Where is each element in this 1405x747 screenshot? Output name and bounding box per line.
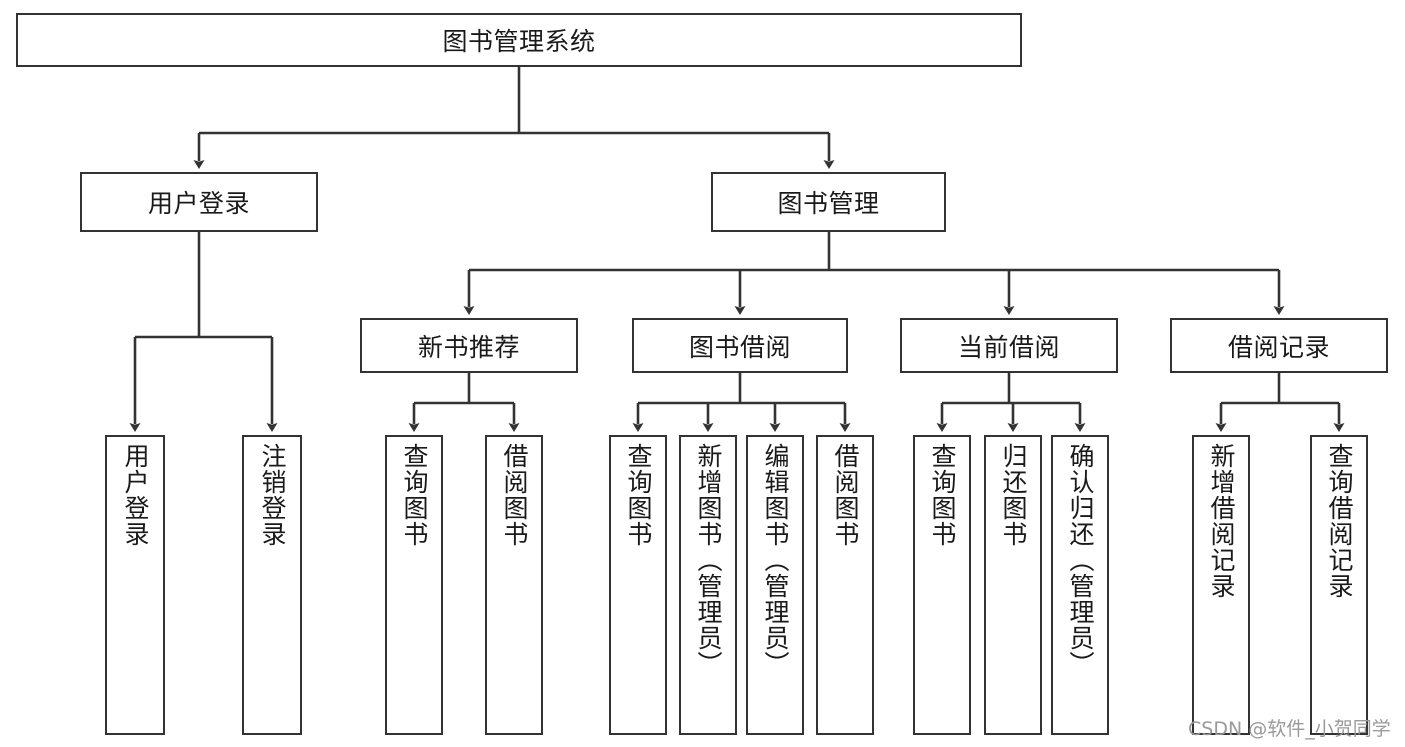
node-label-leaf-user-login: 用户登录 [121, 443, 150, 547]
node-book-borrow[interactable]: 图书借阅 [632, 318, 848, 373]
node-leaf-query-book-3[interactable]: 查询图书 [913, 435, 971, 735]
node-label-book-manage: 图书管理 [777, 189, 880, 218]
node-leaf-query-record[interactable]: 查询借阅记录 [1310, 435, 1368, 735]
node-current-borrow[interactable]: 当前借阅 [900, 318, 1118, 373]
node-book-manage[interactable]: 图书管理 [711, 172, 946, 232]
node-leaf-confirm-return[interactable]: 确认归还（管理员） [1051, 435, 1109, 735]
node-label-new-book-rec: 新书推荐 [417, 332, 520, 362]
node-label-leaf-return-book: 归还图书 [999, 443, 1028, 547]
node-label-leaf-logout: 注销登录 [258, 443, 287, 547]
node-leaf-query-book-2[interactable]: 查询图书 [609, 435, 667, 735]
node-borrow-record[interactable]: 借阅记录 [1170, 318, 1388, 373]
node-leaf-borrow-book-2[interactable]: 借阅图书 [816, 435, 874, 735]
node-leaf-borrow-book-1[interactable]: 借阅图书 [485, 435, 543, 735]
node-user-login[interactable]: 用户登录 [80, 172, 318, 232]
node-label-user-login: 用户登录 [147, 189, 250, 218]
node-leaf-edit-book[interactable]: 编辑图书（管理员） [746, 435, 804, 735]
node-label-leaf-borrow-book-1: 借阅图书 [500, 443, 529, 547]
node-label-leaf-query-book-3: 查询图书 [928, 443, 957, 547]
watermark: CSDN @软件_小贺同学 [1188, 718, 1391, 740]
node-new-book-rec[interactable]: 新书推荐 [360, 318, 578, 373]
node-label-root: 图书管理系统 [442, 27, 596, 56]
node-label-leaf-borrow-book-2: 借阅图书 [831, 443, 860, 547]
node-label-leaf-add-book: 新增图书（管理员） [694, 443, 723, 677]
node-leaf-user-login[interactable]: 用户登录 [105, 435, 165, 735]
node-label-borrow-record: 借阅记录 [1227, 332, 1330, 362]
node-label-current-borrow: 当前借阅 [957, 332, 1060, 362]
node-leaf-return-book[interactable]: 归还图书 [984, 435, 1042, 735]
node-label-leaf-edit-book: 编辑图书（管理员） [761, 443, 790, 677]
node-label-leaf-query-record: 查询借阅记录 [1325, 443, 1354, 599]
node-label-leaf-confirm-return: 确认归还（管理员） [1066, 443, 1095, 677]
node-label-leaf-add-record: 新增借阅记录 [1207, 443, 1236, 599]
node-leaf-query-book-1[interactable]: 查询图书 [385, 435, 443, 735]
node-root[interactable]: 图书管理系统 [16, 13, 1022, 67]
node-leaf-logout[interactable]: 注销登录 [242, 435, 302, 735]
node-label-leaf-query-book-1: 查询图书 [400, 443, 429, 547]
node-label-leaf-query-book-2: 查询图书 [624, 443, 653, 547]
node-leaf-add-record[interactable]: 新增借阅记录 [1192, 435, 1250, 735]
node-label-book-borrow: 图书借阅 [688, 332, 791, 362]
node-leaf-add-book[interactable]: 新增图书（管理员） [679, 435, 737, 735]
